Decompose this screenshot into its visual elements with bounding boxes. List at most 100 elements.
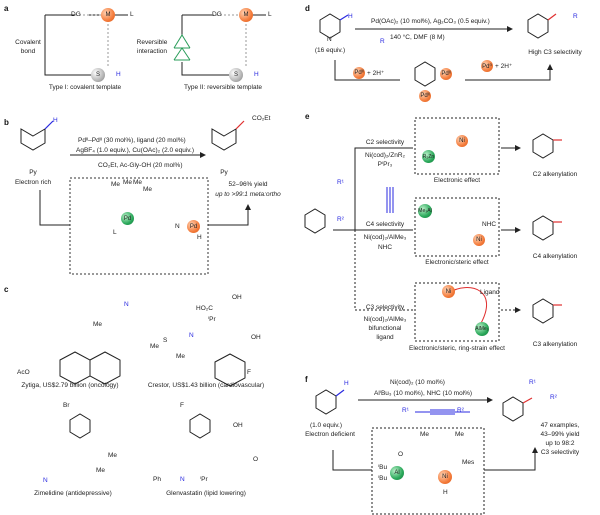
d-pd-ii-left: Pdᴵᴵ	[353, 67, 365, 79]
glenvastatin-f: F	[180, 402, 184, 409]
e-c4-title: C4 selectivity	[365, 221, 405, 228]
e-c3-ligand: Ligand	[480, 289, 500, 296]
f-alkyne-r1: R¹	[402, 407, 409, 414]
panel-label-e: e	[305, 112, 310, 121]
b-reactant-desc: Electron rich	[14, 179, 52, 186]
d-cycle-right	[465, 64, 553, 81]
e-c2-box	[414, 117, 500, 175]
f-product-r1: R¹	[529, 379, 536, 386]
b-yield: 52–96% yield	[228, 181, 268, 188]
glenvastatin-oh: OH	[233, 422, 243, 429]
f-h: H	[443, 489, 448, 496]
glenvastatin-ipr: ⁱPr	[200, 476, 208, 483]
f-mes: Mes	[462, 459, 475, 466]
e-alkyne-r1: R¹	[337, 179, 344, 186]
type1-ligand: L	[130, 11, 134, 18]
d-hydrogen: H	[348, 13, 353, 20]
crestor-s: S	[163, 337, 168, 344]
e-c3-cond-3: ligand	[376, 334, 394, 341]
type1-metal-ball: M	[101, 8, 115, 22]
crestor-ipr: ⁱPr	[208, 316, 216, 323]
b-reactant-sub: Py	[29, 169, 37, 176]
zimelidine-me-1: Me	[108, 452, 118, 459]
e-c4-al-ball: Me₃Al	[418, 204, 432, 218]
e-c3-box	[414, 282, 500, 342]
panel-label-b: b	[4, 118, 9, 127]
f-result-3: up to 98:2	[545, 440, 575, 447]
zytiga-n: N	[124, 301, 129, 308]
type2-ligand: L	[268, 11, 272, 18]
b-condition-3: CO₂Et, Ac-Gly-OH (20 mol%)	[98, 162, 183, 169]
b-me-2: Me	[123, 179, 133, 186]
e-c2-zn-ball: R₂Zn	[422, 150, 435, 163]
f-hydrogen: H	[344, 380, 349, 387]
b-me-3: Me	[133, 179, 143, 186]
b-l-ligand: L	[113, 229, 117, 236]
type1-dg: DG	[71, 11, 81, 18]
f-me-1: Me	[420, 431, 430, 438]
f-result-2: 43–99% yield	[540, 431, 580, 438]
b-me-1: Me	[111, 181, 121, 188]
type1-caption: Type I: covalent template	[48, 84, 122, 91]
drug-name-glenvastatin: Glenvastatin (lipid lowering)	[166, 490, 246, 497]
f-product-r2: R²	[550, 394, 557, 401]
panel-label-c: c	[4, 285, 9, 294]
d-condition-2: 140 °C, DMF (8 M)	[390, 34, 445, 41]
d-product-desc: High C3 selectivity	[528, 49, 582, 56]
glenvastatin-ph: Ph	[153, 476, 161, 483]
e-c3-product: C3 alkenylation	[532, 341, 578, 348]
d-reactant-amount: (16 equiv.)	[314, 47, 346, 54]
type2-caption: Type II: reversible template	[183, 84, 263, 91]
crestor-oh-2: OH	[251, 334, 261, 341]
e-c4-effect: Electronic/steric effect	[425, 259, 489, 266]
drug-name-zimelidine: Zimelidine (antidepressive)	[34, 490, 112, 497]
d-pd-ii-ring: Pdᴵᴵ	[440, 68, 452, 80]
d-pd-ii-n: Pdᴵᴵ	[419, 90, 431, 102]
f-ibu-1: ⁱBu	[378, 464, 388, 471]
reversible-interaction-glyph	[173, 34, 191, 61]
f-ni-ball: Ni	[438, 470, 452, 484]
e-c2-ni-ball: Ni	[456, 135, 468, 147]
b-connector-left	[39, 190, 70, 226]
b-product-sub: Py	[220, 169, 228, 176]
crestor-me-2: Me	[176, 353, 186, 360]
d-n: N	[327, 36, 332, 43]
d-cycle-left	[334, 60, 400, 81]
type2-hydrogen: H	[254, 71, 259, 78]
b-condition-2: AgBF₄ (1.0 equiv.), Cu(OAc)₂ (2.0 equiv.…	[76, 147, 195, 154]
b-pd-ball-orange: Pd	[187, 220, 200, 233]
f-condition-1: Ni(cod)₂ (10 mol%)	[390, 379, 445, 386]
panel-label-d: d	[305, 4, 310, 13]
f-connector-left	[332, 450, 372, 471]
d-condition-1: Pd(OAc)₂ (10 mol%), Ag₂CO₃ (0.5 equiv.)	[371, 18, 490, 25]
e-branch-lines	[354, 147, 413, 231]
drug-name-zytiga: Zytiga, US$2.79 billion (oncology)	[21, 382, 119, 389]
f-ibu-2: ⁱBu	[378, 475, 388, 482]
zytiga-me: Me	[93, 321, 103, 328]
e-c2-product: C2 alkenylation	[532, 171, 578, 178]
b-pd-ball-green: Pd	[121, 212, 134, 225]
e-c3-cond-2: bifunctional	[368, 325, 402, 332]
d-cycle-left: + 2H⁺	[367, 70, 385, 77]
b-condition-1: Pdᴵᴵ–Pdᴵᴵ (30 mol%), ligand (20 mol%)	[78, 137, 186, 144]
crestor-f: F	[247, 369, 251, 376]
type2-substrate-ball: S	[229, 68, 243, 82]
e-c3-ni-ball: Ni	[442, 285, 455, 298]
f-condition-2: AlⁱBu₃ (10 mol%), NHC (10 mol%)	[374, 390, 473, 397]
drug-name-crestor: Crestor, US$1.43 billion (cardiovascular…	[147, 382, 265, 389]
zytiga-aco: AcO	[17, 369, 30, 376]
b-connector-right	[208, 204, 251, 226]
e-c3-title: C3 selectivity	[365, 304, 405, 311]
type2-side-label-2: interaction	[137, 48, 167, 55]
f-connector-right	[484, 447, 538, 471]
b-n: N	[175, 223, 180, 230]
e-c4-nhc: NHC	[482, 221, 497, 228]
e-c2-effect: Electronic effect	[433, 177, 481, 184]
b-hydrogen: H	[53, 117, 58, 124]
e-c4-box	[414, 197, 500, 257]
d-cycle-right: + 2H⁺	[495, 63, 513, 70]
b-selectivity: up to >99:1 meta:ortho	[215, 191, 281, 198]
crestor-n-1: N	[189, 332, 194, 339]
f-alkyne-r2: R²	[457, 407, 464, 414]
b-template-box	[69, 177, 209, 275]
